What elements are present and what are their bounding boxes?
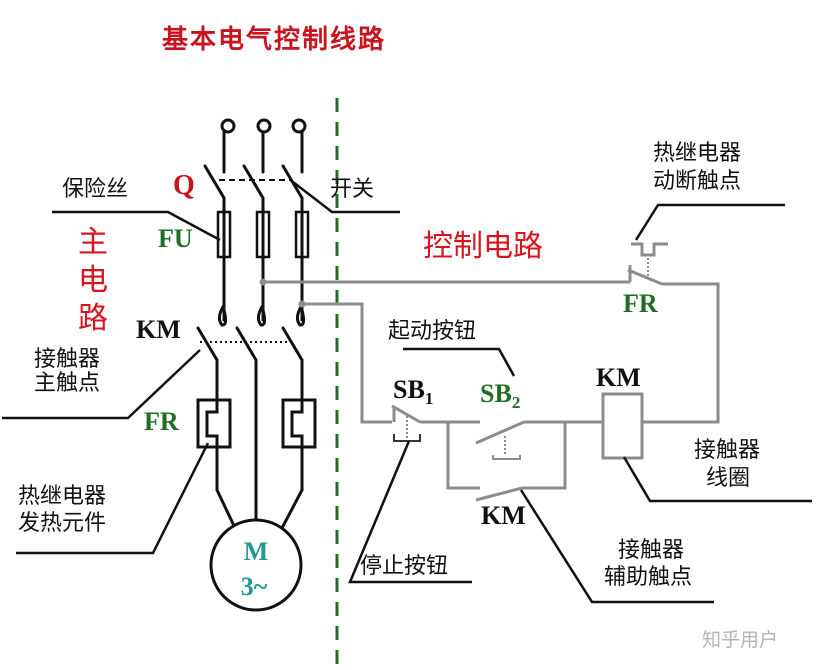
contactor-main-leader xyxy=(2,349,201,420)
thermal-relay-nc-contact xyxy=(627,242,720,424)
stop-button-code: SB1 xyxy=(393,375,433,408)
switch-leader xyxy=(292,181,400,214)
aux-annotation-1: 接触器 xyxy=(618,538,684,563)
main-circuit-label-3: 路 xyxy=(78,301,108,336)
switch-q-label: Q xyxy=(173,170,195,201)
motor xyxy=(209,518,303,612)
fuse-leader xyxy=(52,210,221,242)
stop-button-sb1 xyxy=(391,404,448,442)
coil-leader xyxy=(622,456,812,503)
terminal-l1 xyxy=(220,118,236,134)
aux-leader xyxy=(519,489,714,604)
control-circuit: 控制电路 FR SB1 xyxy=(259,141,812,604)
main-circuit: M 3~ Q FU KM FR 主 电 路 保险丝 开关 接触器 主触点 热继电… xyxy=(2,118,400,612)
fuses-fu xyxy=(216,203,310,322)
fuse-fu-label: FU xyxy=(158,224,193,253)
main-circuit-label-1: 主 xyxy=(78,225,108,260)
start-button-code: SB2 xyxy=(480,379,520,412)
motor-phase: 3~ xyxy=(241,572,268,601)
contactor-coil xyxy=(601,392,644,460)
coil-annotation-2: 线圈 xyxy=(706,466,750,491)
start-button-annotation: 起动按钮 xyxy=(388,319,476,344)
start-button-sb2 xyxy=(446,420,565,490)
thermal-fr-label: FR xyxy=(144,407,179,436)
thermal-relay-heaters xyxy=(196,398,317,532)
main-circuit-label-2: 电 xyxy=(78,263,108,298)
watermark: 知乎用户 xyxy=(702,629,778,651)
contactor-km-label: KM xyxy=(136,315,181,344)
aux-contact-km-label: KM xyxy=(481,501,526,530)
fuse-annotation: 保险丝 xyxy=(62,177,128,202)
terminal-l2 xyxy=(256,118,272,134)
thermal-contact-fr-label: FR xyxy=(623,289,658,318)
coil-annotation-1: 接触器 xyxy=(694,438,760,463)
terminal-l3 xyxy=(291,118,307,134)
start-button-leader xyxy=(403,347,516,377)
stop-button-leader xyxy=(348,440,472,584)
control-wire-left xyxy=(302,302,392,424)
heater-leader xyxy=(16,442,210,555)
thermal-contact-annotation-2: 动断触点 xyxy=(653,169,741,194)
contactor-main-annotation-2: 主触点 xyxy=(34,371,100,396)
control-circuit-label: 控制电路 xyxy=(423,229,543,264)
heater-annotation-1: 热继电器 xyxy=(18,484,106,509)
thermal-contact-leader xyxy=(634,203,785,241)
heater-annotation-2: 发热元件 xyxy=(18,511,106,536)
aux-annotation-2: 辅助触点 xyxy=(604,565,692,590)
contactor-main-annotation-1: 接触器 xyxy=(34,347,100,372)
switch-q xyxy=(203,164,304,214)
motor-code: M xyxy=(244,537,269,566)
switch-annotation: 开关 xyxy=(330,177,374,202)
coil-km-label: KM xyxy=(596,363,641,392)
diagram-title: 基本电气控制线路 xyxy=(162,24,386,55)
aux-contact-km xyxy=(475,422,567,502)
stop-button-annotation: 停止按钮 xyxy=(360,554,448,579)
thermal-contact-annotation-1: 热继电器 xyxy=(653,141,741,166)
